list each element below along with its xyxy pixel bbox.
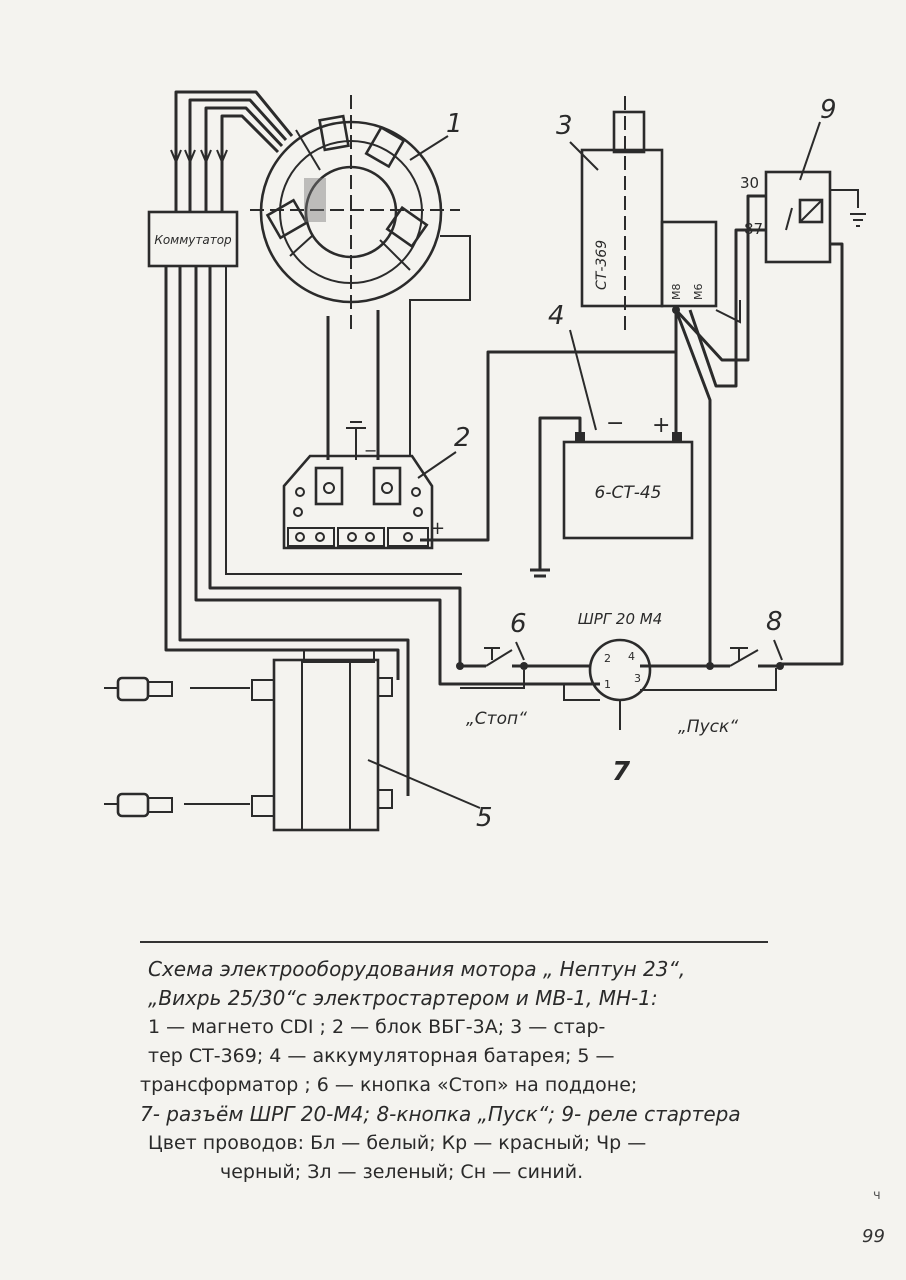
- component-number-4: 4: [548, 301, 565, 331]
- stop-button: „Стоп“: [460, 647, 560, 729]
- commutator: Коммутатор: [147, 210, 239, 268]
- spark-plug-top: [104, 676, 250, 702]
- caption-title-line-1: Схема электрооборудования мотора „ Непту…: [148, 957, 686, 981]
- caption-line-6: 7- разъём ШРГ 20-М4; 8-кнопка „Пуск“; 9-…: [140, 1102, 741, 1126]
- connector-label: ШРГ 20 М4: [578, 610, 663, 628]
- connector-pin-4: 4: [628, 650, 635, 663]
- component-number-3: 3: [556, 111, 573, 141]
- caption-line-3: 1 — магнето CDI ; 2 — блок ВБГ-3А; 3 — с…: [148, 1016, 606, 1038]
- start-label: „Пуск“: [678, 717, 738, 737]
- magneto-commutator-wires: [170, 90, 294, 212]
- starter-terminal-m8: М8: [670, 284, 683, 301]
- component-numbers: 1 2 3 4 5 6 7 8 9: [446, 95, 837, 833]
- ignition-block: − +: [282, 421, 445, 550]
- component-number-6: 6: [510, 609, 527, 639]
- commutator-label: Коммутатор: [154, 233, 232, 247]
- block-plus: +: [430, 518, 445, 539]
- caption-divider: [140, 941, 768, 943]
- caption-line-8: черный; Зл — зеленый; Сн — синий.: [220, 1161, 584, 1183]
- wiring-diagram: Коммутатор СТ-369 М8 М6 30 87 −: [104, 90, 866, 833]
- magneto: [250, 95, 460, 330]
- battery-plus: +: [652, 413, 670, 438]
- battery-minus: −: [606, 411, 624, 436]
- diagram-caption: Схема электрооборудования мотора „ Непту…: [140, 941, 790, 1187]
- stop-label: „Стоп“: [466, 709, 527, 729]
- component-number-8: 8: [766, 607, 783, 637]
- connector-pin-1: 1: [604, 678, 611, 691]
- wiring: [164, 194, 844, 809]
- connector: ШРГ 20 М4 1 2 3 4: [578, 610, 663, 730]
- caption-line-4: тер СТ-369; 4 — аккумуляторная батарея; …: [148, 1045, 615, 1067]
- corner-mark: ч: [873, 1188, 881, 1203]
- battery: − + 6-СТ-45: [562, 411, 694, 540]
- component-number-7: 7: [612, 757, 631, 787]
- starter: СТ-369 М8 М6: [580, 96, 718, 330]
- component-number-5: 5: [476, 803, 493, 833]
- relay-terminal-30: 30: [740, 174, 759, 192]
- starter-terminal-m6: М6: [692, 284, 705, 301]
- connector-pin-2: 2: [604, 652, 611, 665]
- start-button: „Пуск“: [678, 647, 780, 737]
- page-number: 99: [862, 1226, 885, 1247]
- leader-lines: [409, 121, 821, 661]
- connector-pin-3: 3: [634, 672, 641, 685]
- starter-relay: 30 87: [740, 170, 866, 264]
- caption-line-7: Цвет проводов: Бл — белый; Кр — красный;…: [148, 1132, 647, 1154]
- component-number-2: 2: [454, 423, 471, 453]
- block-minus: −: [364, 441, 377, 460]
- starter-label: СТ-369: [594, 240, 610, 290]
- battery-label: 6-СТ-45: [595, 483, 662, 503]
- transformer: [251, 649, 393, 832]
- component-number-1: 1: [446, 109, 463, 139]
- caption-line-5: трансформатор ; 6 — кнопка «Стоп» на под…: [140, 1074, 638, 1096]
- component-number-9: 9: [820, 95, 837, 125]
- spark-plug-bottom: [104, 792, 250, 818]
- caption-title-line-2: „Вихрь 25/30“с электростартером и МВ-1, …: [148, 986, 658, 1010]
